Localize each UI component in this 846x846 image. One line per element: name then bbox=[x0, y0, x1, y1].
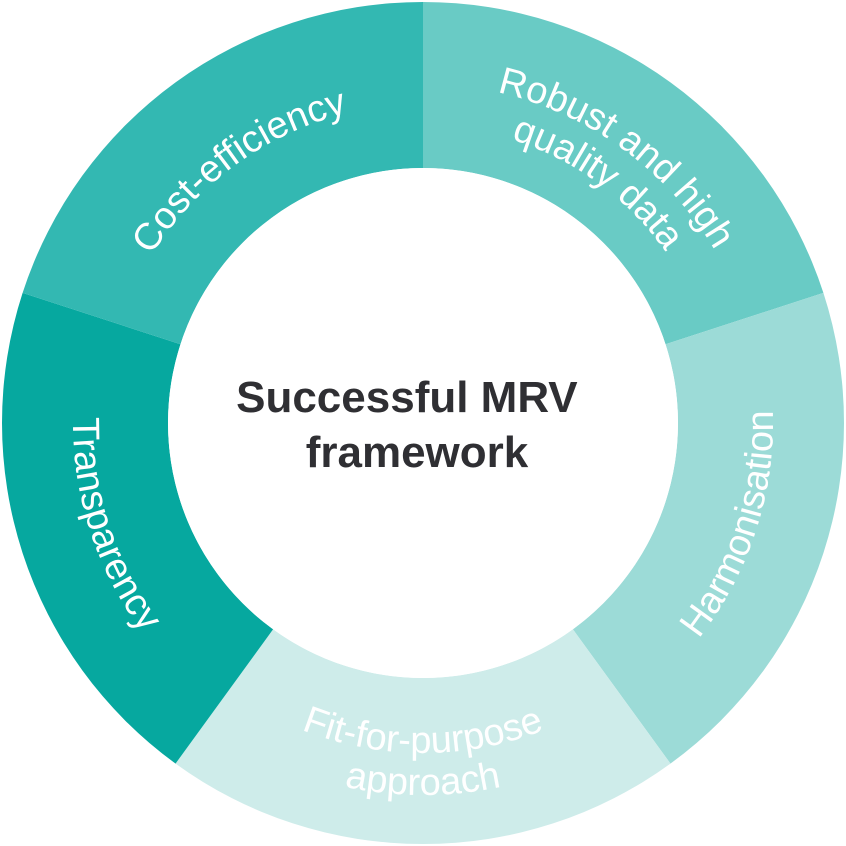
center-circle bbox=[168, 168, 678, 678]
segment-harmonisation bbox=[572, 292, 844, 764]
center-title-line-1: Successful MRV bbox=[236, 373, 578, 422]
center-title-line-2: framework bbox=[306, 428, 529, 477]
segment-transparency bbox=[2, 292, 274, 764]
segment-robust bbox=[423, 2, 824, 345]
segment-label-line: approach bbox=[343, 754, 504, 804]
segment-cost bbox=[22, 2, 424, 345]
segment-fit bbox=[175, 629, 671, 844]
center-title: Successful MRV framework bbox=[236, 373, 590, 477]
